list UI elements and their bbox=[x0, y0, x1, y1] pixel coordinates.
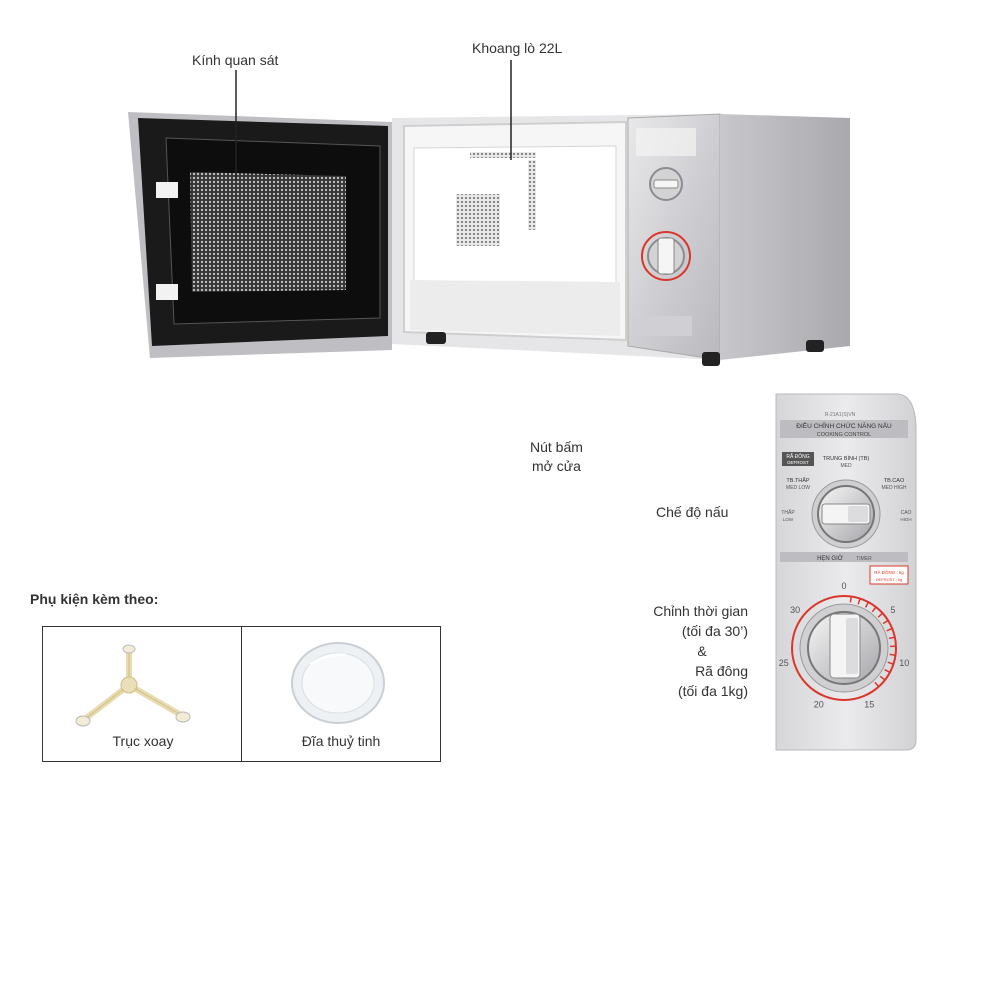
low-en: LOW bbox=[783, 517, 794, 522]
microwave-door bbox=[128, 112, 392, 358]
accessory-card-plate: Đĩa thuỷ tinh bbox=[241, 626, 441, 762]
timer-tick bbox=[884, 668, 891, 674]
viewing-glass bbox=[190, 172, 346, 292]
panel-header-en: COOKING CONTROL bbox=[817, 432, 871, 438]
high-label: CAO bbox=[901, 510, 912, 516]
med-low-en: MED LOW bbox=[786, 485, 810, 491]
timer-tick bbox=[857, 598, 861, 605]
timer-en: TIMER bbox=[856, 556, 872, 562]
high-en: HIGH bbox=[900, 517, 911, 522]
panel-header-vi: ĐIỀU CHỈNH CHỨC NĂNG NẤU bbox=[796, 420, 892, 430]
timer-tick bbox=[879, 675, 886, 681]
low-label: THẤP bbox=[781, 509, 795, 516]
accessory-label-roller: Trục xoay bbox=[112, 733, 174, 749]
timer-mark: 5 bbox=[890, 605, 895, 615]
timer-tick bbox=[887, 661, 894, 665]
accessory-label-plate: Đĩa thuỷ tinh bbox=[301, 733, 381, 749]
control-panel-closeup: R-21A1(S)VN ĐIỀU CHỈNH CHỨC NĂNG NẤU COO… bbox=[775, 393, 917, 751]
med-high-en: MED HIGH bbox=[882, 485, 907, 491]
timer-defrost-label: Chỉnh thời gian (tối đa 30’) & Rã đông (… bbox=[616, 601, 748, 701]
defrost-kg-label: RÃ ĐÔNG : kg bbox=[874, 569, 904, 575]
timer-mark: 10 bbox=[899, 658, 909, 668]
timer-tick bbox=[864, 601, 870, 608]
timer-tick bbox=[882, 619, 889, 625]
med-en: MED bbox=[840, 463, 852, 469]
timer-label-line5: (tối đa 1kg) bbox=[677, 683, 748, 699]
timer-tick bbox=[849, 596, 852, 603]
microwave-body bbox=[392, 113, 850, 366]
timer-tick bbox=[886, 627, 893, 632]
timer-vi: HẸN GIỜ bbox=[817, 555, 843, 562]
glass-plate-icon bbox=[291, 642, 385, 724]
turntable-roller-icon bbox=[75, 644, 191, 727]
timer-tick bbox=[888, 636, 896, 640]
cavity-label: Khoang lò 22L bbox=[472, 40, 563, 56]
defrost-small-label: RÃ ĐÔNG bbox=[786, 453, 809, 460]
panel-model: R-21A1(S)VN bbox=[825, 412, 856, 418]
timer-tick bbox=[871, 606, 877, 613]
timer-label-line3: & bbox=[697, 643, 707, 659]
timer-mark: 20 bbox=[814, 700, 824, 710]
door-button-label-line2: mở cửa bbox=[532, 458, 581, 474]
cooking-mode-label: Chế độ nấu bbox=[656, 504, 729, 520]
timer-mark: 0 bbox=[841, 581, 846, 591]
power-knob[interactable] bbox=[811, 479, 881, 549]
defrost-kg-en: DEFROST : kg bbox=[876, 577, 903, 582]
timer-tick bbox=[874, 681, 880, 688]
viewing-glass-label: Kính quan sát bbox=[192, 52, 279, 68]
timer-label-line1: Chỉnh thời gian bbox=[653, 603, 748, 619]
door-button-label-line1: Nút bấm bbox=[530, 439, 583, 455]
timer-scale: 0 5 10 15 20 25 30 bbox=[779, 581, 909, 710]
defrost-small-en: DEFROST bbox=[787, 460, 809, 465]
microwave-illustration bbox=[128, 60, 850, 366]
timer-label-line2: (tối đa 30’) bbox=[681, 623, 748, 639]
timer-mark: 15 bbox=[864, 700, 874, 710]
timer-mark: 30 bbox=[790, 605, 800, 615]
med-low-label: TB.THẤP bbox=[786, 477, 810, 484]
timer-mark: 25 bbox=[779, 658, 789, 668]
timer-tick bbox=[877, 612, 884, 618]
accessories-title: Phụ kiện kèm theo: bbox=[30, 591, 159, 607]
door-button-label: Nút bấm mở cửa bbox=[530, 438, 583, 476]
timer-tick bbox=[889, 653, 896, 656]
med-high-label: TB.CAO bbox=[884, 478, 905, 484]
accessory-card-roller: Trục xoay bbox=[42, 626, 244, 762]
med-label: TRUNG BÌNH (TB) bbox=[823, 455, 870, 462]
timer-label-line4: Rã đông bbox=[695, 663, 748, 679]
timer-knob[interactable] bbox=[791, 595, 897, 701]
